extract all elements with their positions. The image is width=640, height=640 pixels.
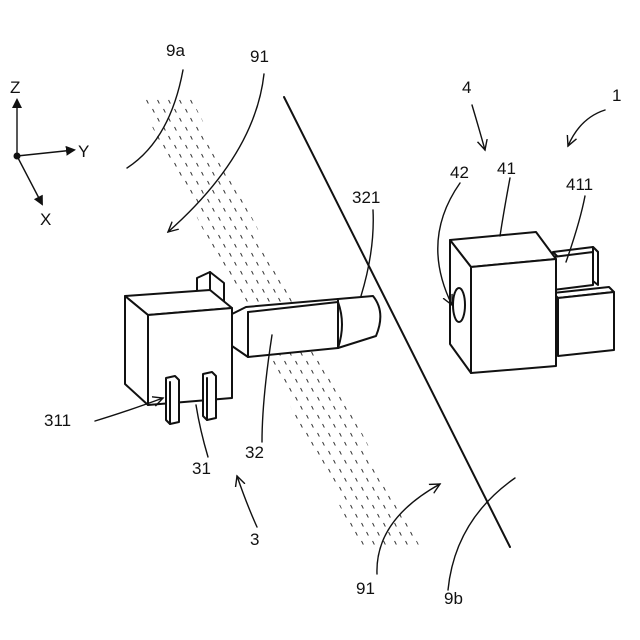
label-32: 32 — [245, 443, 264, 462]
label-311: 311 — [44, 411, 71, 430]
leader-91-bottom — [377, 484, 440, 574]
coordinate-axes: Z Y X — [10, 78, 89, 229]
label-411: 411 — [566, 175, 593, 194]
leader-4 — [472, 105, 485, 150]
x-axis-label: X — [40, 210, 51, 229]
component-4 — [450, 232, 614, 373]
leader-91-top — [168, 74, 264, 232]
label-4: 4 — [462, 78, 471, 97]
tab-411-lower — [553, 287, 614, 356]
z-axis-label: Z — [10, 78, 20, 97]
label-31: 31 — [192, 459, 211, 478]
block-41 — [450, 232, 556, 373]
component-3 — [125, 272, 380, 424]
label-41: 41 — [497, 159, 516, 178]
leader-9b — [448, 478, 515, 590]
label-91-top: 91 — [250, 47, 269, 66]
axis-origin — [14, 153, 21, 160]
label-321: 321 — [352, 188, 380, 207]
hole-42 — [453, 288, 465, 322]
leader-311 — [95, 398, 163, 421]
y-axis-label: Y — [78, 142, 89, 161]
label-9b: 9b — [444, 589, 463, 608]
x-axis-arrow — [17, 156, 42, 204]
shaft-32 — [232, 299, 338, 357]
leader-1 — [568, 110, 605, 146]
leader-9a — [127, 70, 183, 168]
tip-321 — [338, 296, 380, 348]
y-axis-arrow — [17, 150, 74, 156]
leader-3 — [237, 476, 257, 527]
label-91-bottom: 91 — [356, 579, 375, 598]
label-3: 3 — [250, 530, 259, 549]
leader-41 — [500, 178, 510, 236]
label-9a: 9a — [166, 41, 185, 60]
tab-411-upper — [553, 247, 598, 290]
label-1: 1 — [612, 86, 621, 105]
label-42: 42 — [450, 163, 469, 182]
